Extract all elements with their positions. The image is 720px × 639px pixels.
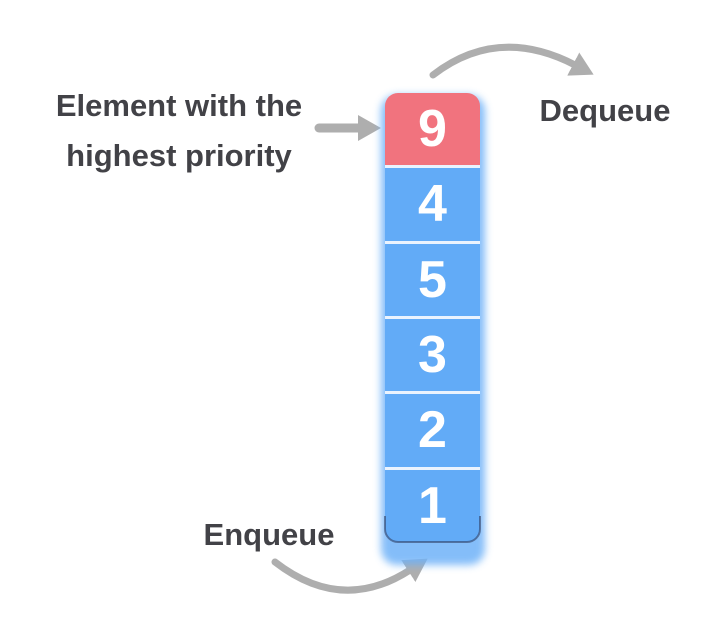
queue-cell-value: 5 [418, 250, 447, 309]
curved-arrow-up-right-icon [271, 558, 428, 594]
queue-cell-1: 1 [385, 466, 480, 542]
queue-cell-9: 9 [385, 93, 480, 166]
queue-cell-value: 9 [418, 100, 447, 159]
highest-priority-label-line1: Element with the [55, 88, 303, 123]
queue-cell-value: 1 [418, 476, 447, 535]
highest-priority-label: Element with the highest priority [29, 81, 329, 181]
queue-cell-value: 4 [418, 175, 447, 234]
enqueue-label: Enqueue [203, 517, 335, 552]
queue-cell-3: 3 [385, 315, 480, 392]
queue-cell-value: 2 [418, 401, 447, 460]
queue-cell-5: 5 [385, 240, 480, 316]
queue-cell-2: 2 [385, 391, 480, 467]
highest-priority-label-line2: highest priority [66, 138, 292, 173]
priority-queue-column: 9 4 5 3 2 1 [385, 93, 480, 542]
curved-arrow-right-icon [429, 43, 594, 79]
queue-cell-value: 3 [418, 326, 447, 385]
dequeue-label: Dequeue [539, 93, 671, 128]
queue-cell-4: 4 [385, 165, 480, 241]
